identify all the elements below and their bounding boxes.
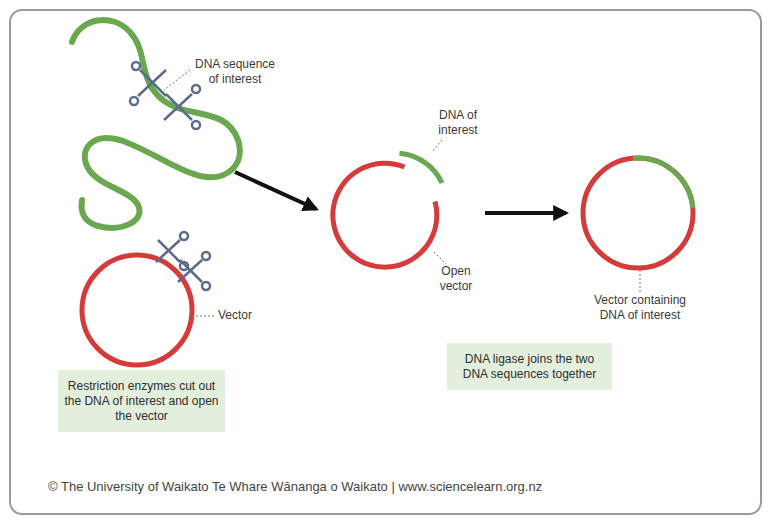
note-box: Restriction enzymes cut out the DNA of i… [58, 370, 225, 432]
note-body: Restriction enzymes cut out the DNA of i… [64, 379, 219, 424]
vector-plasmid [82, 255, 192, 365]
copyright-note: © The University of Waikato Te Whare Wān… [48, 479, 648, 494]
dna-strand [82, 108, 240, 228]
frame-border [10, 10, 761, 514]
process-arrow [235, 172, 316, 209]
note-body: DNA ligase joins the two DNA sequences t… [453, 352, 606, 382]
leader-line [434, 252, 446, 264]
dna-strand [72, 20, 152, 88]
vector-label: Vector containing DNA of interest [583, 293, 697, 323]
leader-line [640, 270, 641, 292]
note-box: DNA ligase joins the two DNA sequences t… [447, 343, 612, 390]
recombinant-vector [583, 158, 693, 268]
process-arrow [485, 211, 566, 215]
dna-sequence-of-interest [152, 88, 178, 108]
leader-line [192, 316, 216, 317]
scissors-symbol [164, 85, 200, 129]
dna-label: DNA of interest [428, 108, 488, 138]
inserted-dna [633, 158, 693, 208]
leader-line [432, 140, 442, 152]
scissors-symbol [178, 252, 210, 290]
leader-line [164, 70, 190, 90]
scissors-symbol [130, 62, 166, 105]
note-text: Restriction enzymes cut out the DNA of i… [64, 379, 219, 424]
dna-of-interest [400, 153, 443, 183]
open-vector [333, 163, 437, 267]
vector-label: Vector [218, 308, 268, 323]
dna-label: DNA sequence of interest [193, 57, 277, 87]
note-text: DNA ligase joins the two DNA sequences t… [453, 352, 606, 382]
vector-label: Open vector [430, 264, 482, 294]
